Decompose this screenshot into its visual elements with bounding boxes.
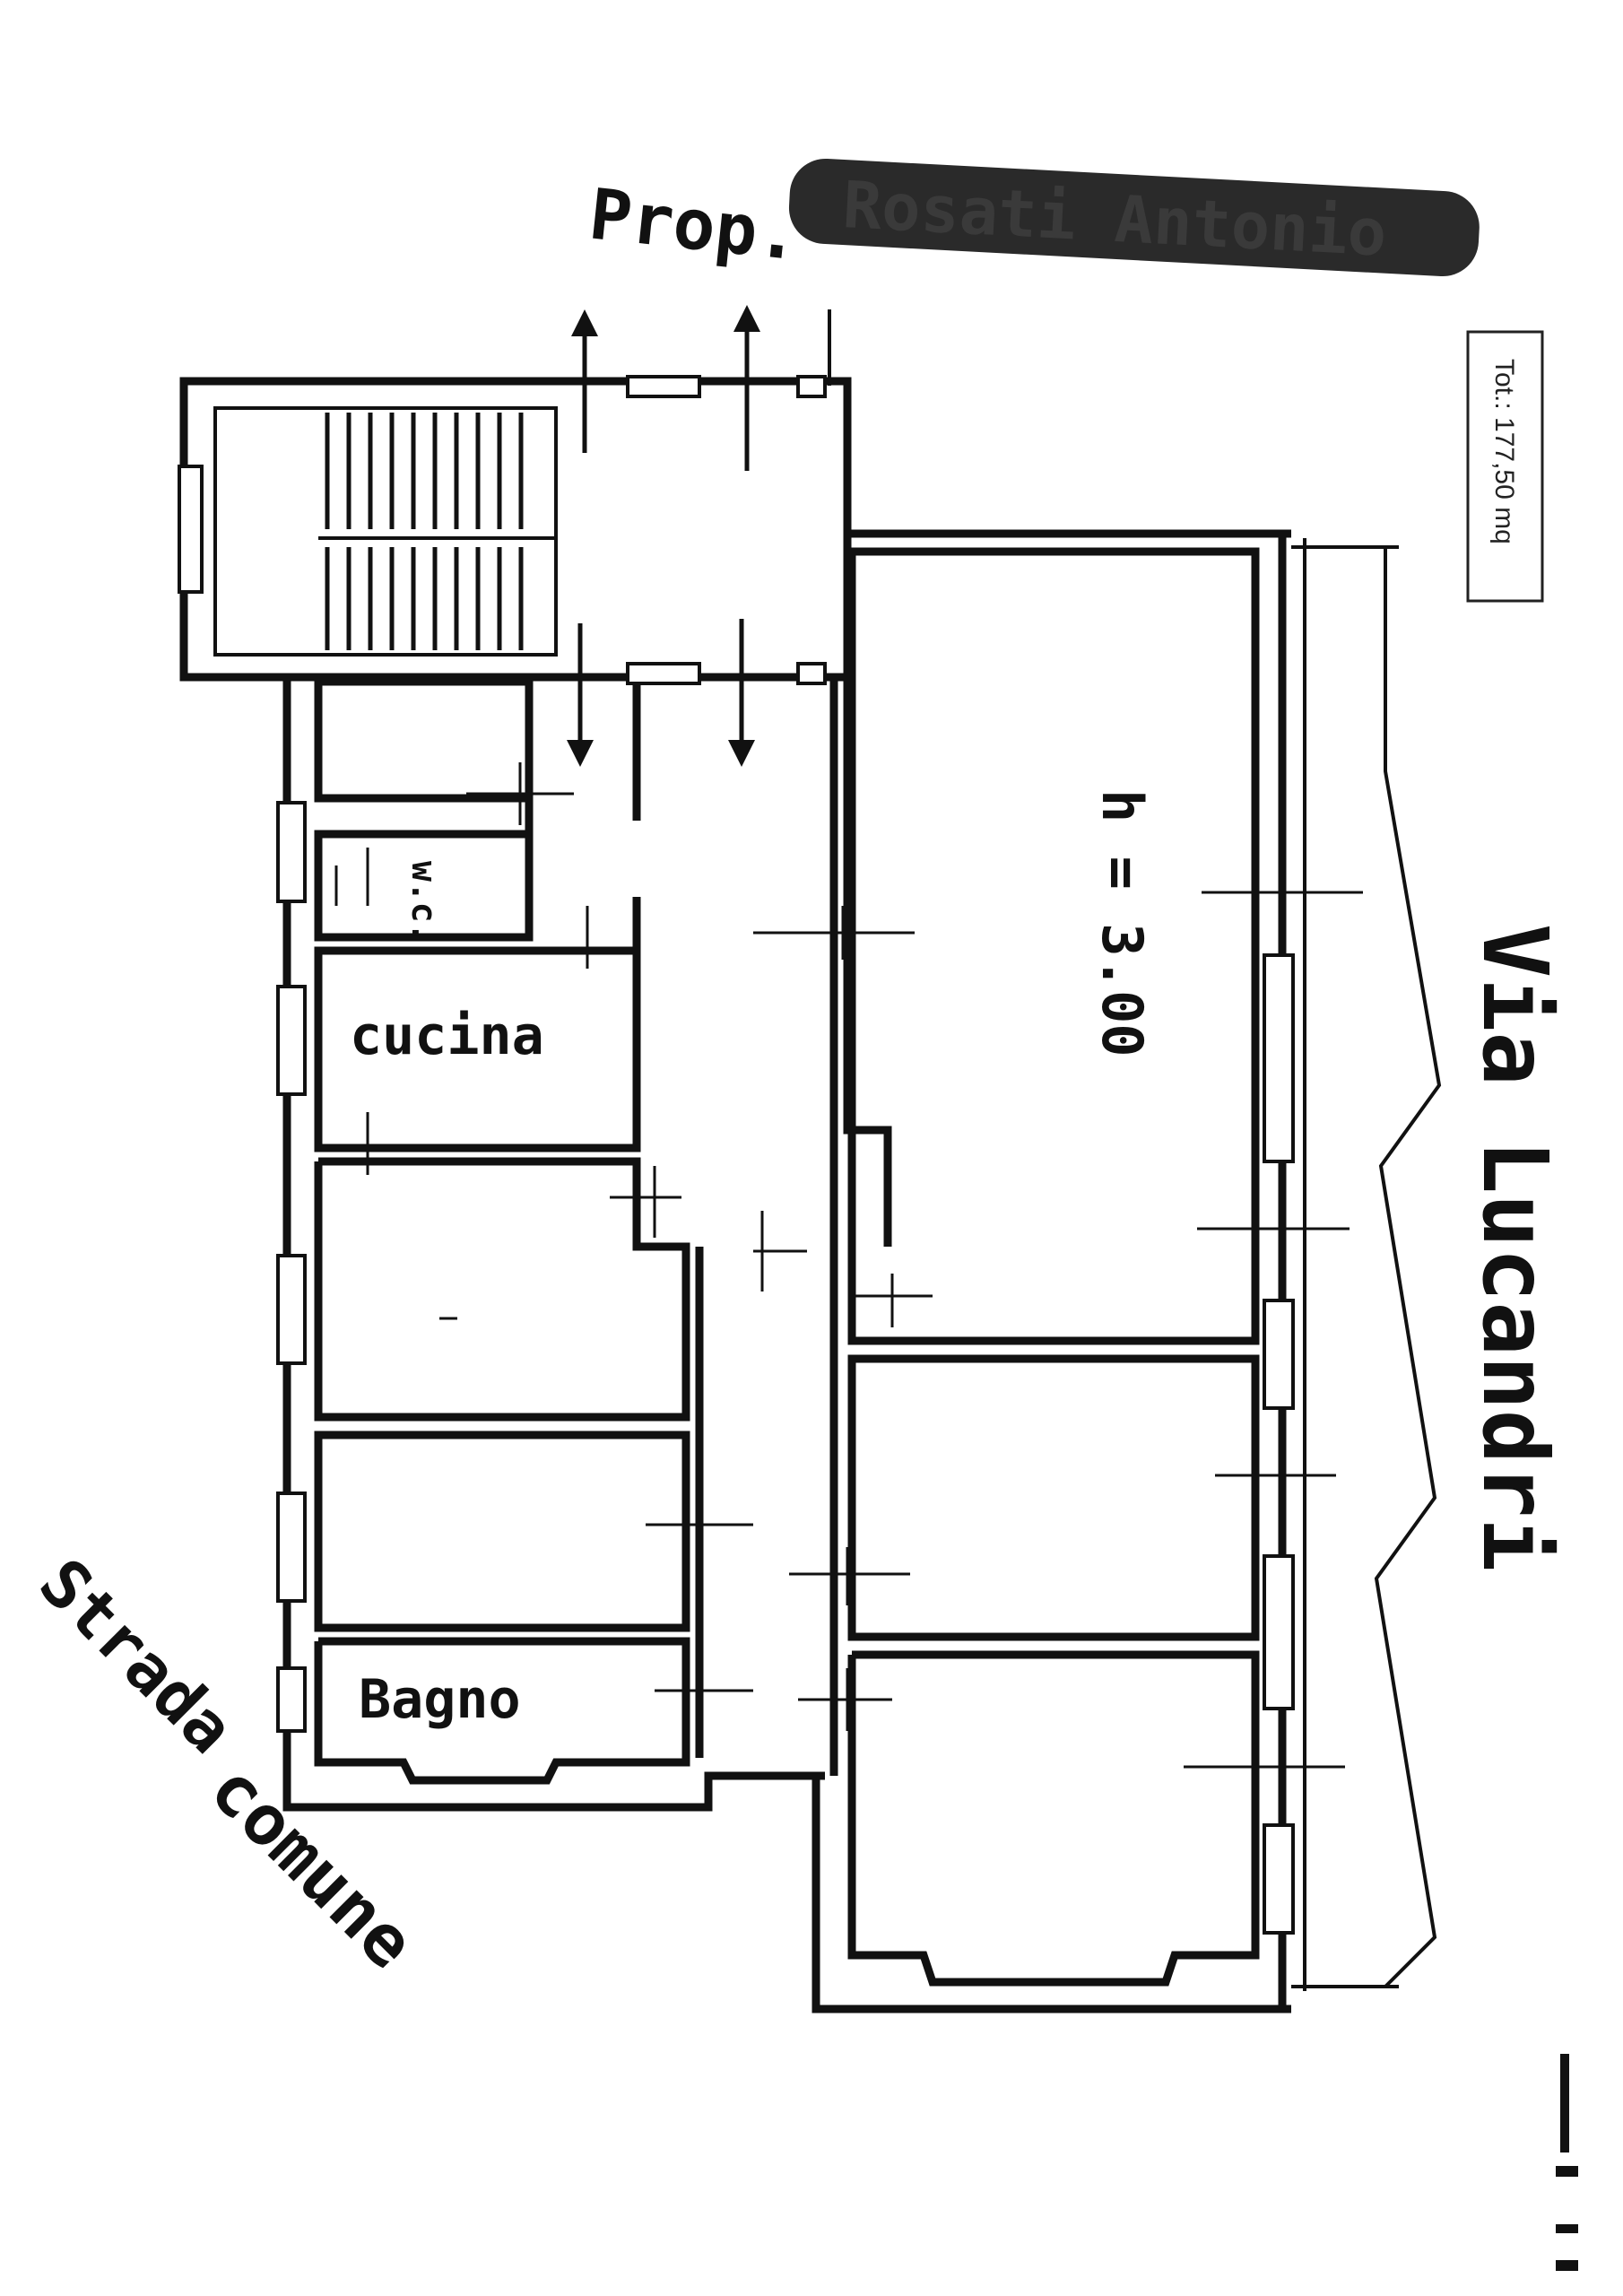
closet-room [314, 677, 534, 803]
stair-block [178, 375, 852, 685]
total-area-text: Tot.: 177,50 mq [1489, 359, 1519, 544]
living-room [847, 547, 1260, 1345]
kitchen-label: cucina [350, 1004, 544, 1067]
room-right-1 [847, 1354, 1260, 1641]
right-wing [789, 529, 1399, 2013]
room-height-label: h = 3.00 [1089, 789, 1155, 1057]
entrance-arrows [567, 305, 831, 767]
bathroom-room [314, 1637, 690, 1785]
stair-steps-lower [325, 547, 524, 650]
street-edge [1374, 547, 1442, 1988]
stair-steps-upper [325, 413, 524, 529]
door-ticks-left [334, 762, 915, 1718]
room-left-2 [314, 1431, 690, 1632]
bathroom-label: Bagno [359, 1668, 521, 1731]
street-name-right: Via Lucandri [1462, 924, 1567, 1571]
redaction-mark [788, 158, 1480, 277]
kitchen-room [314, 946, 641, 1152]
north-marker-icon [1556, 2054, 1578, 2271]
room-left-1 [314, 1157, 690, 1422]
owner-header: Prop. Rosati Antonio [586, 158, 1480, 277]
door-ticks-right [789, 852, 1363, 1794]
left-wing [276, 677, 915, 1812]
street-name-left-2: comune [195, 1749, 430, 1985]
room-right-2 [847, 1650, 1260, 1987]
total-area-box: Tot.: 177,50 mq [1466, 330, 1544, 603]
owner-prefix: Prop. [586, 174, 803, 276]
street-name-left-1: Strada [24, 1544, 248, 1769]
owner-name-redacted: Rosati Antonio [841, 167, 1388, 271]
wc-label: w.c. [404, 861, 444, 944]
